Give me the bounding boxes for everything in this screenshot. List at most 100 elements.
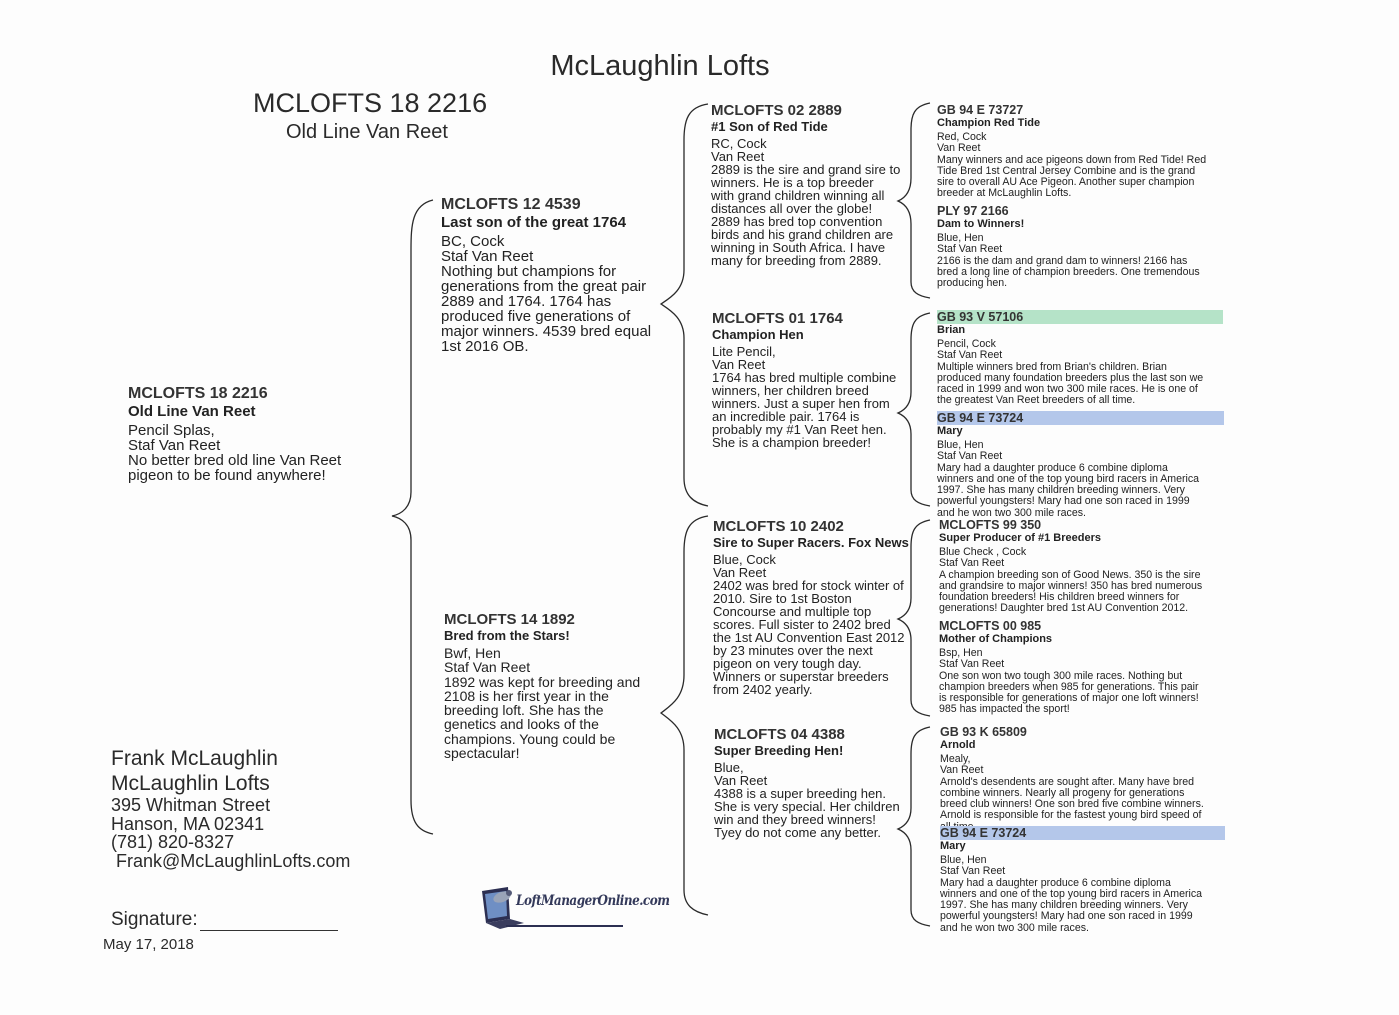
bird-line: Staf Van Reet (940, 865, 1006, 878)
pedigree-gen4-6: MCLOFTS 00 985 Mother of Champions Bsp, … (939, 619, 1199, 716)
bracket-gen3-2 (896, 312, 931, 507)
bird-id: MCLOFTS 12 4539 (441, 196, 581, 213)
bird-id: MCLOFTS 04 4388 (714, 726, 845, 743)
pedigree-gen3-sire-sire: MCLOFTS 02 2889 #1 Son of Red Tide RC, C… (711, 102, 900, 268)
bird-line: and grandsire to major winners! 350 has … (939, 579, 1203, 592)
bracket-gen3-1 (896, 102, 931, 299)
bird-id: GB 93 V 57106 (937, 310, 1223, 324)
bird-subtitle: Super Producer of #1 Breeders (939, 532, 1102, 544)
pedigree-gen4-1: GB 94 E 73727 Champion Red Tide Red, Coc… (937, 103, 1206, 200)
bird-line: Blue, (714, 760, 744, 775)
signature-line (199, 912, 338, 931)
bird-line: bred a long line of champion breeders. O… (937, 265, 1200, 278)
bird-line: 1892 was kept for breeding and (444, 673, 641, 690)
bird-line: major winners. 4539 bred equal (441, 323, 652, 340)
phone-number: (781) 820-8327 (111, 832, 235, 852)
bird-line: 1st 2016 OB. (441, 338, 529, 355)
bird-line: the greatest Van Reet breeders of all ti… (937, 394, 1136, 407)
main-bird-strain: Old Line Van Reet (286, 121, 448, 143)
bird-id: PLY 97 2166 (937, 204, 1009, 218)
bird-id: MCLOFTS 18 2216 (128, 385, 268, 402)
bird-line: Pencil Splas, (128, 422, 215, 439)
bird-line: Arnold is responsible for the fastest yo… (940, 809, 1202, 822)
bird-line: an incredible pair. 1764 is (712, 409, 860, 424)
page-title: McLaughlin Lofts (550, 50, 770, 82)
bird-subtitle: Old Line Van Reet (128, 403, 256, 420)
contact-block: Frank McLaughlin McLaughlin Lofts 395 Wh… (111, 746, 350, 870)
bird-line: 1997. She has many children breeding win… (940, 899, 1188, 912)
bird-subtitle: Mary (937, 425, 963, 437)
bird-line: Blue Check , Cock (939, 546, 1027, 558)
bird-line: Van Reet (937, 142, 981, 155)
bird-line: combine winners. Nearly all progeny for … (940, 786, 1185, 799)
loftmanager-logo: LoftManagerOnline.com (478, 883, 670, 935)
bird-line: Lite Pencil, (712, 344, 776, 359)
bird-line: Van Reet (711, 149, 765, 164)
pedigree-subject: MCLOFTS 18 2216 Old Line Van Reet Pencil… (128, 385, 341, 483)
bird-line: producing hen. (937, 277, 1008, 290)
bird-line: Staf Van Reet (444, 659, 531, 676)
bird-line: birds and his grand children are (711, 227, 894, 242)
pedigree-gen3-sire-dam: MCLOFTS 01 1764 Champion Hen Lite Pencil… (712, 310, 896, 450)
bird-line: the 1st AU Convention East 2012 (713, 630, 905, 645)
bird-subtitle: Champion Red Tide (937, 117, 1041, 129)
bird-line: RC, Cock (711, 136, 767, 151)
bird-line: Winners or superstar breeders (713, 669, 889, 684)
bird-line: probably my #1 Van Reet hen. (712, 422, 887, 437)
pedigree-gen4-3: GB 93 V 57106 Brian Pencil, Cock Staf Va… (937, 310, 1223, 407)
bird-line: pigeon to be found anywhere! (128, 467, 326, 484)
bird-line: winners. He is a top breeder (711, 175, 874, 190)
logo-text: LoftManagerOnline.com (516, 891, 670, 909)
bird-line: Staf Van Reet (939, 557, 1005, 570)
bird-id: MCLOFTS 10 2402 (713, 518, 844, 535)
bird-line: 985 has impacted the sport! (939, 703, 1070, 716)
bird-line: breeder at McLaughlin Lofts. (937, 187, 1072, 200)
bird-line: is responsible for generations of major … (939, 692, 1199, 705)
bracket-gen3-4 (896, 726, 931, 927)
pedigree-gen3-dam-sire: MCLOFTS 10 2402 Sire to Super Racers. Fo… (713, 518, 909, 697)
city-state-zip: Hanson, MA 02341 (111, 813, 265, 834)
bird-line: Tyey do not come any better. (714, 825, 881, 840)
email-address: Frank@McLaughlinLofts.com (116, 850, 351, 871)
pigeon-laptop-logo-icon (482, 887, 623, 929)
bird-line: BC, Cock (441, 233, 505, 250)
bird-line: She is very special. Her children (714, 799, 900, 814)
bird-id: MCLOFTS 01 1764 (712, 310, 843, 327)
bird-line: winners and one of the top young bird ra… (937, 472, 1200, 485)
bird-line: 2402 was bred for stock winter of (713, 578, 904, 593)
bird-line: and he won two 300 mile races. (937, 506, 1086, 519)
bird-line: powerful youngsters! Mary had one son ra… (940, 910, 1193, 923)
bird-line: and he won two 300 mile races. (940, 921, 1089, 934)
bracket-gen1 (391, 199, 434, 835)
bird-line: raced in 1999 and won two 300 mile races… (937, 383, 1198, 396)
bird-line: Mary had a daughter produce 6 combine di… (937, 461, 1168, 474)
bird-line: Tide Bred 1st Central Jersey Combine and… (937, 164, 1196, 177)
bird-line: Pencil, Cock (937, 338, 996, 350)
bird-line: produced five generations of (441, 308, 631, 325)
bird-line: Nothing but champions for (441, 263, 617, 280)
pedigree-gen4-2: PLY 97 2166 Dam to Winners! Blue, Hen St… (937, 204, 1200, 289)
pedigree-gen4-8: GB 94 E 73724 Mary Blue, Hen Staf Van Re… (940, 826, 1225, 934)
bird-id: MCLOFTS 02 2889 (711, 102, 842, 119)
bird-line: all time. (940, 821, 977, 828)
bird-subtitle: Mary (940, 840, 966, 852)
bird-line: 2889 has bred top convention (711, 214, 883, 229)
bird-line: winners, her children breed (712, 383, 869, 398)
bird-line: Blue, Hen (937, 439, 984, 451)
bird-line: breeding loft. She has the (444, 702, 604, 719)
signature-label: Signature: (111, 909, 198, 930)
bird-subtitle: Champion Hen (712, 327, 804, 342)
owner-name: Frank McLaughlin (111, 747, 278, 770)
loft-name: McLaughlin Lofts (111, 772, 270, 795)
bird-line: No better bred old line Van Reet (128, 452, 342, 469)
bird-id: GB 94 E 73727 (937, 103, 1024, 117)
bird-line: 2889 and 1764. 1764 has (441, 293, 612, 310)
bird-line: from 2402 yearly. (713, 682, 813, 697)
pedigree-dam: MCLOFTS 14 1892 Bred from the Stars! Bwf… (444, 612, 641, 761)
bird-subtitle: Sire to Super Racers. Fox News (713, 535, 909, 550)
bird-line: champion breeders when 985 for generatio… (939, 680, 1199, 693)
bracket-gen2-bottom (659, 515, 709, 916)
bird-line: champions. Young could be (444, 730, 616, 747)
bird-line: A champion breeding son of Good News. 35… (939, 568, 1201, 581)
bird-subtitle: Bred from the Stars! (444, 628, 570, 643)
